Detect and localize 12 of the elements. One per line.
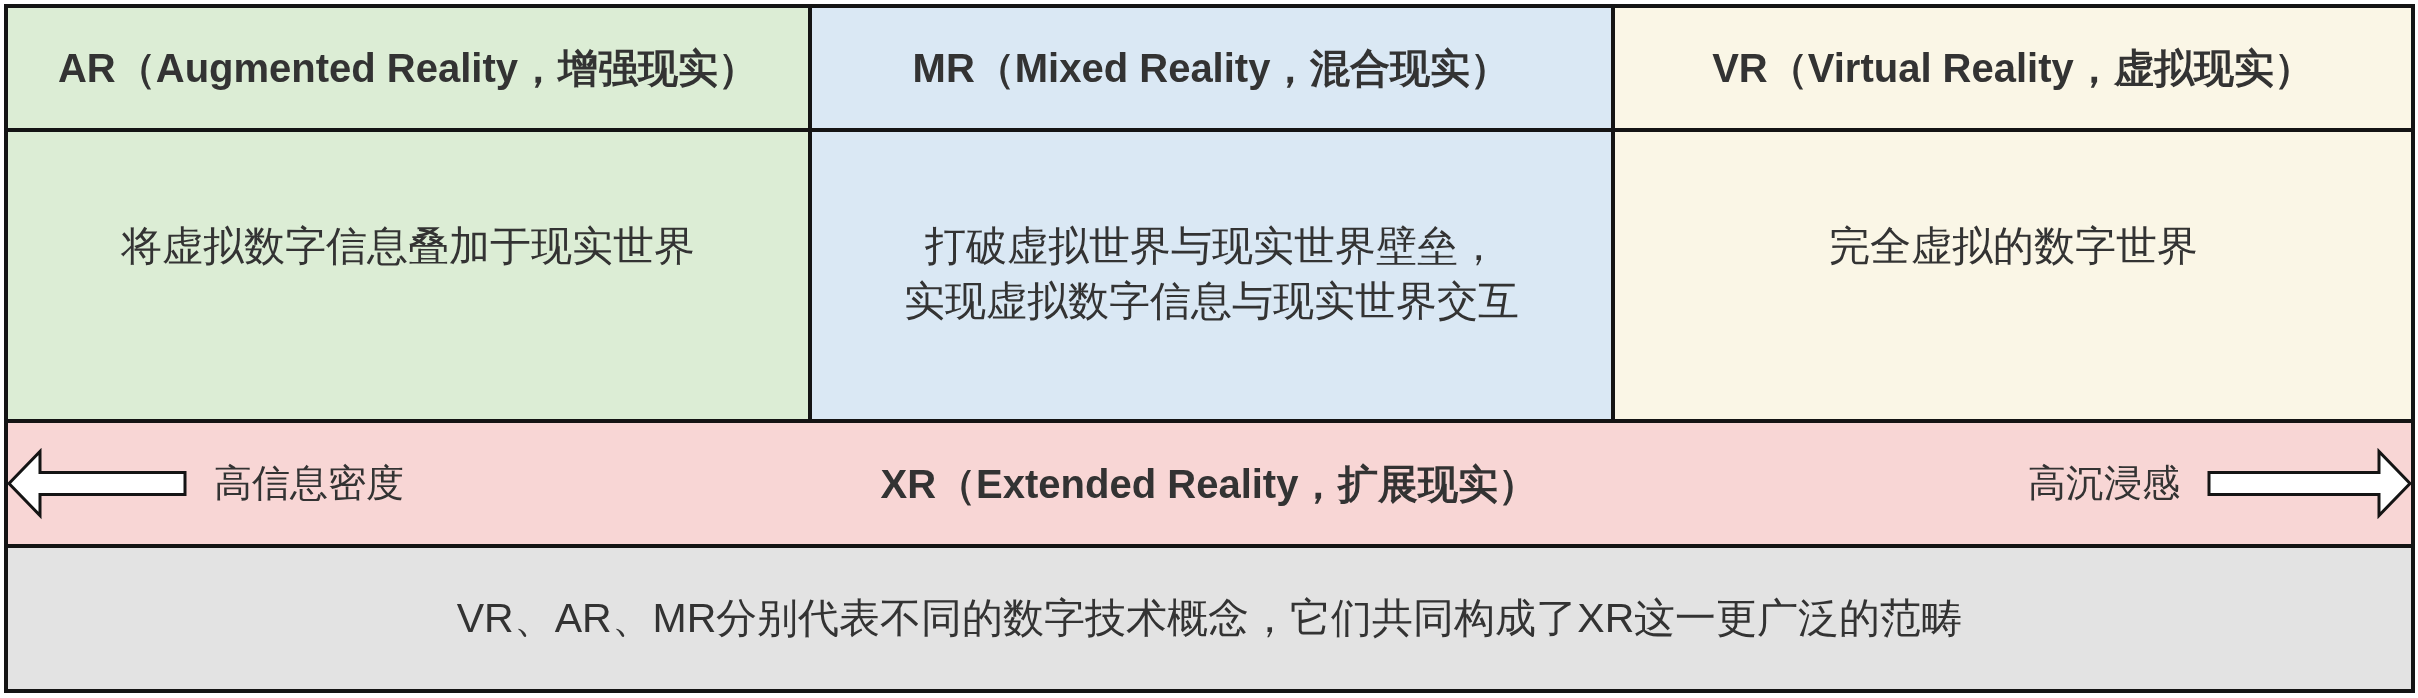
direction-label: 高沉浸感 [2028, 457, 2180, 510]
arrow [2207, 447, 2413, 520]
description-text: 打破虚拟世界与现实世界壁垒，实现虚拟数字信息与现实世界交互 [903, 222, 1520, 327]
column-title: VR（Virtual Reality，虚拟现实） [1712, 45, 2314, 92]
description-text: 将虚拟数字信息叠加于现实世界 [121, 222, 695, 271]
summary-text: VR、AR、MR分别代表不同的数字技术概念，它们共同构成了XR这一更广泛的范畴 [456, 593, 1963, 643]
description-text: 完全虚拟的数字世界 [1828, 222, 2198, 271]
column-title: MR（Mixed Reality，混合现实） [912, 45, 1511, 92]
band-title: XR（Extended Reality，扩展现实） [880, 460, 1539, 508]
column-title: AR（Augmented Reality，增强现实） [57, 45, 759, 92]
arrow [6, 447, 187, 520]
direction-label: 高信息密度 [214, 457, 404, 510]
